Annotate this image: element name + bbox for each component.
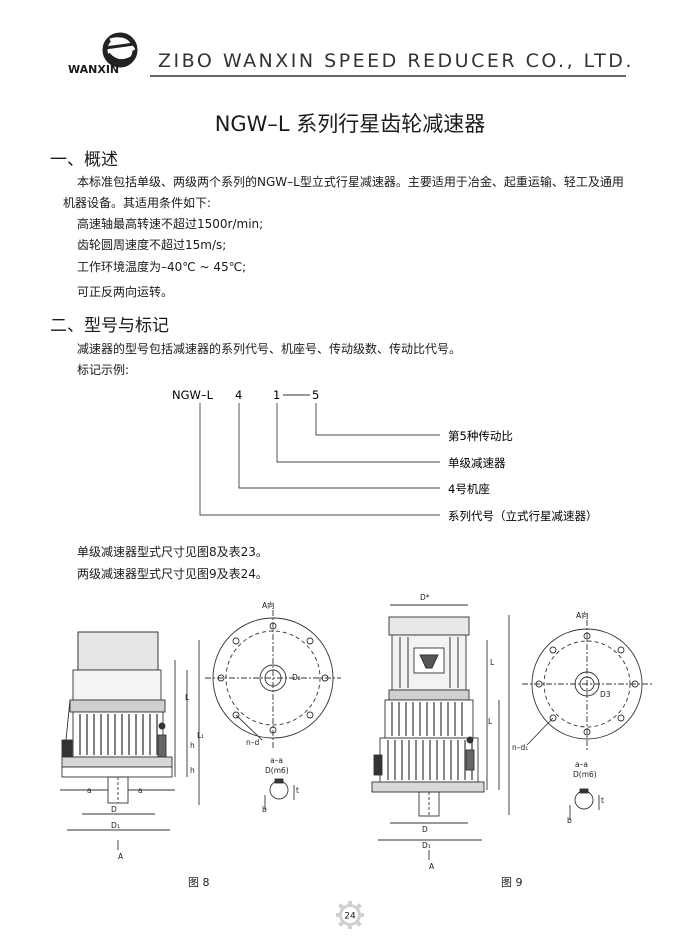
svg-text:t: t: [601, 796, 604, 805]
section2-para1: 减速器的型号包括减速器的系列代号、机座号、传动级数、传动比代号。: [77, 342, 462, 356]
section2-heading: 二、型号与标记: [50, 316, 169, 336]
svg-text:a: a: [87, 786, 92, 795]
svg-text:a–a: a–a: [575, 760, 588, 769]
svg-text:D3: D3: [600, 690, 611, 699]
label-series: 系列代号（立式行星减速器）: [448, 509, 598, 523]
svg-text:n–d₁: n–d₁: [512, 743, 528, 752]
label-stage: 单级减速器: [448, 456, 506, 470]
condition-3: 工作环境温度为–40℃ ~ 45℃;: [77, 260, 247, 274]
code-ratio: 5: [312, 388, 319, 402]
logo-text: WANXIN: [68, 63, 120, 76]
svg-text:D*: D*: [420, 593, 430, 602]
page-number-gear-icon: 24: [336, 901, 364, 929]
svg-text:D: D: [111, 805, 117, 814]
header: WANXIN ZIBO WANXIN SPEED REDUCER CO., LT…: [0, 0, 700, 85]
figure9-caption: 图 9: [501, 876, 523, 889]
figures-drawing: A向 L L₁ h h D₂ D D₁ a a A n–d a–a D(m6) …: [60, 593, 652, 889]
figure9-labels: A向 D* L L D3 n–d₁ a–a D(m6) b t D D₁ A: [420, 593, 611, 871]
reference-1: 单级减速器型式尺寸见图8及表23。: [77, 545, 268, 559]
svg-text:L: L: [490, 658, 495, 667]
reference-2: 两级减速器型式尺寸见图9及表24。: [77, 567, 268, 581]
code-stage: 1: [273, 388, 280, 402]
condition-2: 齿轮圆周速度不超过15m/s;: [77, 238, 227, 252]
figure8-labels: A向 L L₁ h h D₂ D D₁ a a A n–d a–a D(m6) …: [87, 600, 301, 861]
figure8: [60, 610, 341, 850]
svg-text:L: L: [185, 693, 190, 702]
svg-text:n–d: n–d: [246, 738, 260, 747]
svg-text:a: a: [138, 786, 143, 795]
code-frame: 4: [235, 388, 242, 402]
label-ratio: 第5种传动比: [448, 429, 513, 443]
svg-text:A: A: [118, 852, 124, 861]
svg-text:t: t: [296, 786, 299, 795]
figure8-caption: 图 8: [188, 876, 210, 889]
section1-heading: 一、概述: [50, 150, 118, 170]
svg-text:D₂: D₂: [292, 673, 301, 682]
condition-4: 可正反两向运转。: [77, 285, 174, 299]
code-series: NGW–L: [172, 388, 214, 402]
section2-para2: 标记示例:: [77, 363, 130, 377]
svg-text:D: D: [422, 825, 428, 834]
svg-text:b: b: [567, 816, 572, 825]
svg-text:A向: A向: [576, 610, 589, 620]
svg-text:A向: A向: [262, 600, 275, 610]
page-title: NGW–L 系列行星齿轮减速器: [214, 112, 486, 136]
svg-text:h: h: [190, 741, 195, 750]
svg-text:L: L: [488, 717, 493, 726]
company-name: ZIBO WANXIN SPEED REDUCER CO., LTD.: [158, 50, 634, 72]
svg-text:a–a: a–a: [270, 756, 283, 765]
wanxin-logo-icon: [102, 32, 138, 68]
svg-text:L₁: L₁: [197, 731, 204, 740]
svg-text:D₁: D₁: [422, 841, 431, 850]
svg-text:h: h: [190, 766, 195, 775]
svg-text:b: b: [262, 805, 267, 814]
section1-para1-line1: 本标准包括单级、两级两个系列的NGW–L型立式行星减速器。主要适用于冶金、起重运…: [77, 175, 624, 189]
page-number: 24: [344, 912, 356, 922]
condition-1: 高速轴最高转速不超过1500r/min;: [77, 217, 264, 231]
header-rule: [150, 75, 626, 77]
svg-text:D(m6): D(m6): [573, 770, 597, 779]
section1-para1-line2: 机器设备。其适用条件如下:: [63, 196, 212, 210]
svg-text:A: A: [429, 862, 435, 871]
marking-diagram: NGW–L 4 1 5 第5种传动比 单级减速器 4号机座 系列代号（立式行星减…: [172, 388, 598, 523]
svg-text:D₁: D₁: [111, 821, 120, 830]
label-frame: 4号机座: [448, 482, 490, 496]
figure9: [371, 604, 652, 860]
svg-text:D(m6): D(m6): [265, 766, 289, 775]
